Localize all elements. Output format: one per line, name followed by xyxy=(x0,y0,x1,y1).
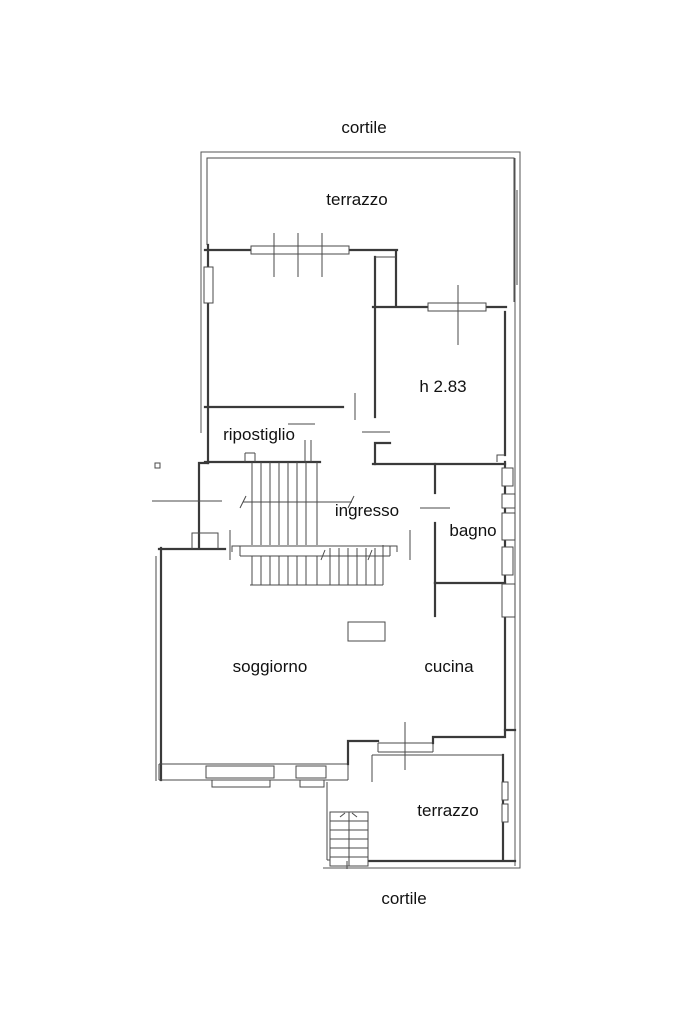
wall-left-mid xyxy=(197,461,210,550)
stair-break-line xyxy=(239,495,355,509)
label-bagno: bagno xyxy=(449,521,496,540)
wall-soggiorno-bottom xyxy=(158,763,349,788)
stair-lower-right-flight xyxy=(320,545,384,585)
window-soggiorno-2 xyxy=(295,765,327,779)
label-terrazzo-top: terrazzo xyxy=(326,190,387,209)
terrace-parapet xyxy=(206,157,515,302)
wall-cucina-step xyxy=(346,739,380,766)
wall-center-lower xyxy=(373,441,392,466)
stair-exterior xyxy=(329,811,369,869)
label-terrazzo-bottom: terrazzo xyxy=(417,801,478,820)
pilaster-1 xyxy=(501,467,514,487)
label-ingresso: ingresso xyxy=(335,501,399,520)
jamb-ripostiglio xyxy=(244,440,312,462)
wall-cucina-bottom xyxy=(431,728,507,745)
pilaster-2 xyxy=(501,493,516,509)
reference-dot xyxy=(154,462,161,469)
stair-landing xyxy=(231,545,398,557)
pilaster-4 xyxy=(501,546,514,576)
terrace-bottom-window-1 xyxy=(501,781,509,801)
wall-top-room-right xyxy=(347,248,399,307)
outer-boundary xyxy=(200,151,521,869)
pilaster-3 xyxy=(501,512,516,541)
label-cortile-top: cortile xyxy=(341,118,386,137)
window-soggiorno-2-sill xyxy=(299,779,325,788)
island-rect xyxy=(347,621,386,642)
window-soggiorno-1 xyxy=(205,765,275,779)
terrace-bottom-top-wall xyxy=(371,754,503,782)
label-soggiorno: soggiorno xyxy=(233,657,308,676)
label-ceiling-height: h 2.83 xyxy=(419,377,466,396)
terrace-bottom-window-2 xyxy=(501,803,509,823)
label-cortile-bottom: cortile xyxy=(381,889,426,908)
pilaster-5 xyxy=(501,583,516,618)
stair-upper-flight xyxy=(251,462,318,545)
window-left-upper xyxy=(203,266,214,304)
label-ripostiglio: ripostiglio xyxy=(223,425,295,444)
window-h283 xyxy=(427,302,487,312)
label-cucina: cucina xyxy=(424,657,474,676)
stair-exterior-arrow xyxy=(339,812,358,869)
window-top-triple xyxy=(250,245,350,255)
wall-soggiorno-top-notch xyxy=(191,532,219,549)
window-soggiorno-1-sill xyxy=(211,779,271,788)
stair-lower-left-flight xyxy=(251,556,318,585)
wall-h283-right-step xyxy=(496,454,505,462)
